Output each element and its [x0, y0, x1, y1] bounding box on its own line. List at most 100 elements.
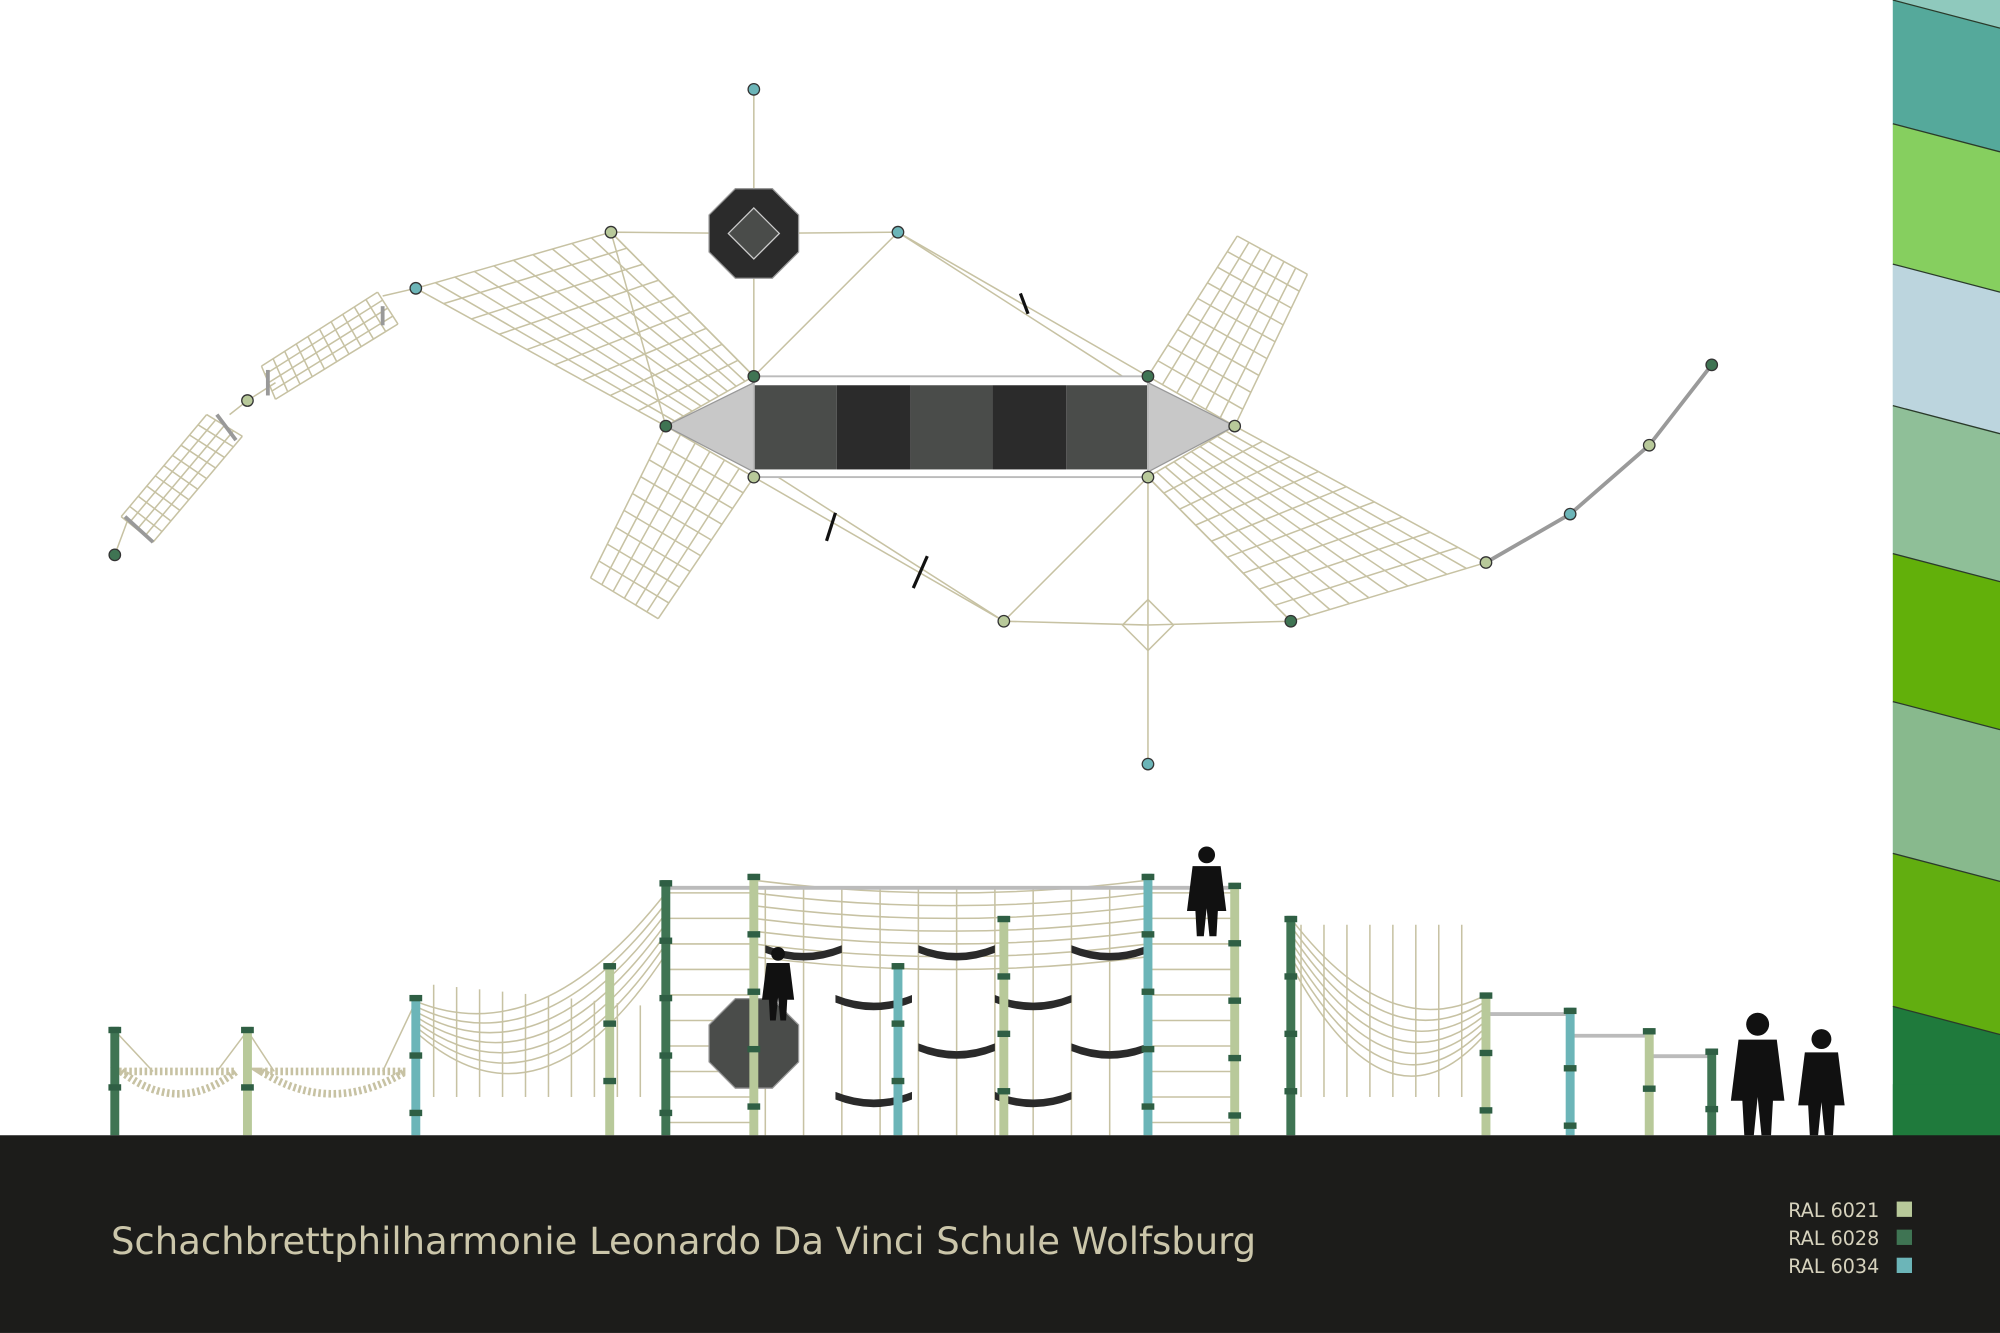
post-node — [747, 82, 761, 96]
ladder-net — [152, 435, 243, 543]
post-clamp — [659, 937, 673, 944]
triangle-panel — [664, 381, 755, 474]
post-clamp — [891, 1020, 905, 1027]
post-node — [604, 225, 618, 239]
post-clamp — [997, 1088, 1011, 1095]
net-rope — [753, 892, 1149, 907]
climbing-net — [1147, 235, 1238, 377]
climbing-net — [582, 327, 707, 381]
swing-seat — [1071, 945, 1148, 961]
person-body — [1730, 1039, 1785, 1136]
ladder-net — [342, 313, 362, 347]
legend-swatch-6028 — [1896, 1229, 1912, 1245]
post-clamp — [1705, 1105, 1719, 1113]
climbing-net — [590, 577, 659, 620]
climbing-net — [1234, 273, 1309, 427]
climbing-net — [640, 476, 723, 525]
facade-stripe — [1892, 701, 2000, 882]
legend-label-6021: RAL 6021 — [1788, 1199, 1879, 1222]
ladder-net — [376, 291, 399, 325]
post-node — [1141, 757, 1155, 771]
stripe-seam — [1892, 553, 2000, 583]
octagon-center — [727, 207, 781, 260]
post-clamp — [1284, 915, 1298, 923]
elevation-view — [108, 846, 1845, 1136]
climbing-net — [601, 434, 682, 586]
post-node — [747, 369, 761, 383]
climbing-net — [1242, 516, 1403, 574]
post-clamp — [659, 994, 673, 1002]
climbing-net — [1161, 241, 1250, 386]
climbing-net — [415, 287, 667, 427]
climbing-net — [1167, 344, 1252, 394]
post-clamp — [747, 931, 761, 938]
facade-stripe — [1892, 405, 2000, 582]
climbing-net — [1163, 440, 1263, 494]
post — [242, 1026, 252, 1136]
climbing-net — [554, 311, 691, 366]
climbing-net — [1173, 461, 1350, 605]
climbing-net — [631, 492, 712, 541]
post-clamp — [603, 1077, 617, 1085]
net-rope — [753, 904, 1149, 920]
climbing-net — [615, 526, 691, 573]
post-clamp — [891, 963, 905, 970]
climbing-net — [1227, 501, 1375, 558]
post-clamp — [108, 1084, 122, 1091]
climbing-net — [1217, 266, 1292, 309]
climbing-net — [589, 425, 667, 579]
post-clamp — [1705, 1048, 1719, 1055]
post-clamp — [1642, 1028, 1656, 1035]
balance-rope — [1485, 363, 1714, 565]
post-clamp — [747, 1103, 761, 1110]
post-node — [997, 614, 1011, 628]
rope — [610, 231, 667, 427]
rope-marker — [911, 555, 929, 589]
person-body — [761, 963, 795, 1021]
net-rope — [415, 892, 667, 1015]
post — [1481, 992, 1491, 1136]
rope-ring — [1121, 598, 1175, 652]
climbing-net — [665, 375, 755, 427]
climbing-net — [1147, 375, 1236, 427]
ladder-net — [154, 475, 190, 501]
climbing-net — [1187, 313, 1268, 360]
post-clamp — [1284, 1088, 1298, 1095]
platform-panel — [910, 385, 993, 470]
climbing-net — [471, 263, 643, 320]
post-clamp — [747, 873, 761, 881]
post-clamp — [1228, 1054, 1242, 1062]
ladder-net — [307, 336, 326, 370]
post-clamp — [409, 1109, 423, 1117]
poster-title: Schachbrettphilharmonie Leonardo Da Vinc… — [111, 1220, 1256, 1263]
stripe-seam — [1892, 852, 2000, 883]
climbing-net — [606, 543, 680, 588]
ladder-net — [283, 350, 301, 385]
climbing-net — [1195, 470, 1319, 526]
person-silhouette — [1798, 1029, 1845, 1136]
post-clamp — [997, 973, 1011, 980]
post-clamp — [603, 1020, 617, 1027]
climbing-net — [551, 248, 728, 392]
swing-seat — [918, 945, 995, 961]
post-clamp — [1228, 882, 1242, 890]
stripe-seam — [1892, 700, 2000, 731]
post-clamp — [409, 994, 423, 1002]
climbing-net — [1207, 282, 1284, 326]
ladder-bar — [123, 515, 155, 544]
post-node — [108, 548, 122, 562]
climbing-net — [1211, 486, 1347, 542]
rope — [610, 231, 755, 377]
net-rope — [415, 912, 667, 1034]
post-node — [1642, 438, 1656, 452]
post — [110, 1026, 120, 1136]
platform-panel — [753, 385, 837, 470]
post-node — [1228, 419, 1242, 433]
rope — [777, 476, 1005, 622]
swing-seat — [994, 994, 1072, 1011]
climbing-net — [1290, 561, 1487, 622]
person-silhouette — [1730, 1012, 1785, 1136]
stripe-seam — [1892, 1005, 2000, 1036]
post-clamp — [241, 1026, 254, 1034]
hammock — [110, 1067, 248, 1098]
